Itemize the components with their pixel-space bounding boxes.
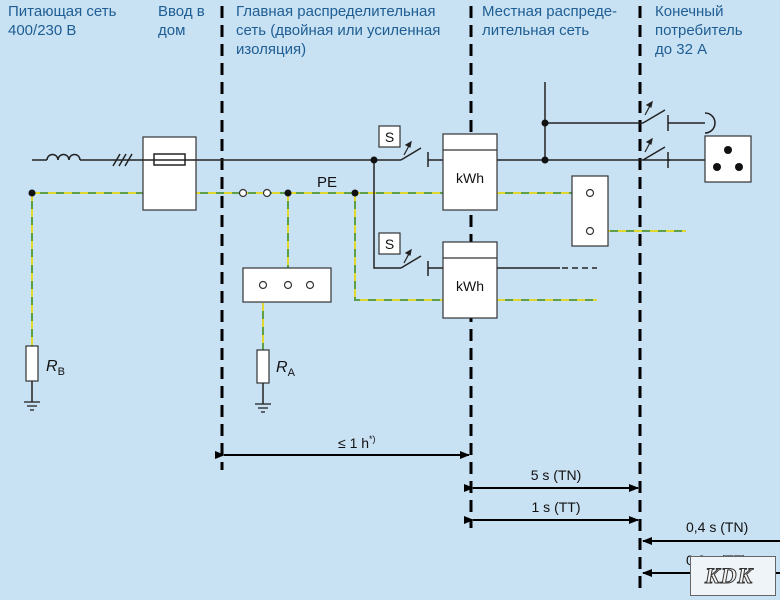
earthing-terminal-bar xyxy=(242,267,332,303)
header-final-consumer-line3: до 32 А xyxy=(655,41,708,58)
header-main-distribution-line2: сеть (двойная или усиленная xyxy=(236,22,441,39)
socket-pin-icon xyxy=(724,146,732,154)
header-house-entry-line2: дом xyxy=(158,22,186,39)
header-local-distribution-line1: Местная распреде- xyxy=(482,3,618,20)
phase-conductor xyxy=(32,82,705,276)
header-final-consumer-line1: Конечный xyxy=(655,3,724,20)
header-supply-network-line1: Питающая сеть xyxy=(8,3,117,20)
watermark-logo: KDK xyxy=(690,556,776,596)
socket-pin-icon xyxy=(735,163,743,171)
house-entry-fuse-box xyxy=(142,136,197,211)
time-main-network: ≤ 1 h*) xyxy=(338,434,376,451)
header-supply-network: Питающая сеть 400/230 В xyxy=(8,2,116,40)
header-main-distribution: Главная распределительная сеть (двойная … xyxy=(236,2,440,59)
zone-dividers xyxy=(220,6,642,592)
arrow-up-icon xyxy=(645,137,653,145)
header-final-consumer-line2: потребитель xyxy=(655,22,743,39)
arrow-up-icon xyxy=(404,248,412,256)
header-final-consumer: Конечный потребитель до 32 А xyxy=(655,2,743,59)
inductor-coil-icon xyxy=(46,153,81,161)
switch-arrows xyxy=(403,100,653,264)
watermark-text: KDK xyxy=(704,563,754,589)
junction-dots xyxy=(28,119,549,197)
resistor-ra-label: RA xyxy=(276,359,296,379)
cable-tick-marks xyxy=(112,153,133,167)
meter-lower-label: kWh xyxy=(456,278,484,294)
switch-s-upper-label: S xyxy=(385,129,394,145)
header-supply-network-line2: 400/230 В xyxy=(8,22,77,39)
header-local-distribution: Местная распреде- лительная сеть xyxy=(482,2,617,40)
header-main-distribution-line1: Главная распределительная xyxy=(236,3,436,20)
header-house-entry-line1: Ввод в xyxy=(158,3,205,20)
arrow-up-icon xyxy=(645,100,653,108)
switch-s-lower: S xyxy=(378,232,401,255)
switch-contact-upper xyxy=(400,147,422,161)
pe-terminals xyxy=(238,188,272,198)
meter-upper-label: kWh xyxy=(456,170,484,186)
arrow-up-icon xyxy=(404,140,412,148)
pe-label: PE xyxy=(317,174,337,191)
local-terminal-box xyxy=(571,175,609,247)
header-main-distribution-line3: изоляция) xyxy=(236,41,307,58)
switch-s-upper: S xyxy=(378,125,401,148)
lamp-load-icon xyxy=(704,112,716,134)
socket-pin-icon xyxy=(713,163,721,171)
time-final-tn: 0,4 s (TN) xyxy=(686,519,748,535)
ground-icon xyxy=(24,401,40,411)
ground-icon xyxy=(255,403,271,413)
meter-upper: kWh xyxy=(442,133,498,211)
header-house-entry: Ввод в дом xyxy=(158,2,205,40)
time-local-tt: 1 s (TT) xyxy=(532,499,581,515)
header-local-distribution-line2: лительная сеть xyxy=(482,22,590,39)
switch-s-lower-label: S xyxy=(385,236,394,252)
resistor-rb: RB xyxy=(25,345,65,402)
switch-contact-lower xyxy=(400,255,422,269)
meter-lower: kWh xyxy=(442,241,498,319)
socket-outlet xyxy=(704,135,752,183)
resistor-rb-label: RB xyxy=(46,358,65,378)
resistor-ra: RA xyxy=(256,349,296,404)
time-local-tn: 5 s (TN) xyxy=(531,467,582,483)
